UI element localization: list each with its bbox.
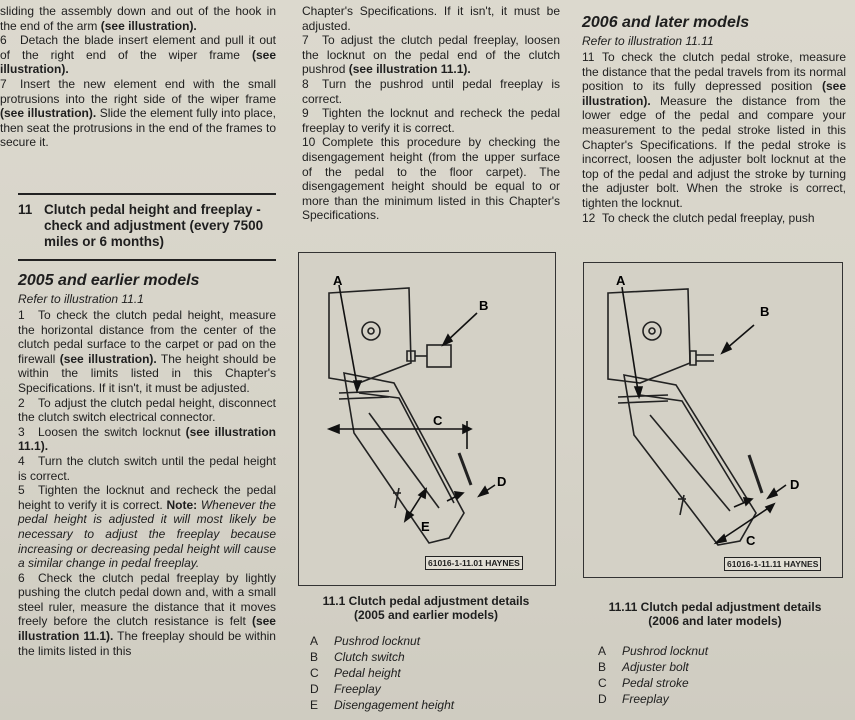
label-c: C (433, 413, 443, 428)
subhead-2005: 2005 and earlier models (18, 272, 200, 289)
label-e: E (421, 519, 430, 534)
refer-11-11: Refer to illustration 11.11 (582, 34, 714, 48)
label-b: B (479, 298, 488, 313)
label-b: B (760, 304, 769, 319)
refer-11-1: Refer to illustration 11.1 (18, 292, 144, 306)
figure-11-11-caption: 11.11 Clutch pedal adjustment details (2… (583, 600, 847, 628)
figure-11-11: A B C D 61016-1-11.11 HAYNES (583, 262, 843, 578)
caption-line-1: 11.1 Clutch pedal adjustment details (322, 594, 530, 608)
section-number: 11 (18, 202, 33, 217)
step-6-continued: Chapter's Specifications. If it isn't, i… (302, 4, 560, 33)
intro-step-5: sliding the assembly down and out of the… (0, 4, 276, 33)
subhead-2006: 2006 and later models (582, 14, 750, 31)
caption-line-2: (2005 and earlier models) (353, 608, 499, 622)
clutch-diagram-2006: A B C D (607, 273, 799, 548)
caption-line-1: 11.11 Clutch pedal adjustment details (608, 600, 822, 614)
caption-line-2: (2006 and later models) (648, 614, 782, 628)
intro-steps: sliding the assembly down and out of the… (0, 4, 276, 150)
subsection-2005: 2005 and earlier models Refer to illustr… (18, 272, 276, 658)
label-c: C (746, 533, 756, 548)
clutch-diagram-2005: A B C D E (326, 273, 506, 544)
label-a: A (333, 273, 343, 288)
section-rule-bottom (18, 259, 276, 261)
section-title: Clutch pedal height and freeplay - check… (44, 202, 264, 249)
section-rule-top (18, 193, 276, 195)
section-heading: 11 Clutch pedal height and freeplay - ch… (18, 202, 276, 250)
figure-stamp: 61016-1-11.11 HAYNES (724, 557, 822, 571)
subsection-2006: 2006 and later models Refer to illustrat… (582, 14, 846, 225)
label-a: A (616, 273, 626, 288)
figure-11-1-caption: 11.1 Clutch pedal adjustment details (20… (298, 594, 554, 622)
label-d: D (497, 474, 506, 489)
figure-11-1: A B C D E 61016-1-11.01 HAYNES (298, 252, 556, 586)
label-d: D (790, 477, 799, 492)
figure-stamp: 61016-1-11.01 HAYNES (425, 556, 523, 570)
middle-steps: Chapter's Specifications. If it isn't, i… (302, 4, 560, 223)
